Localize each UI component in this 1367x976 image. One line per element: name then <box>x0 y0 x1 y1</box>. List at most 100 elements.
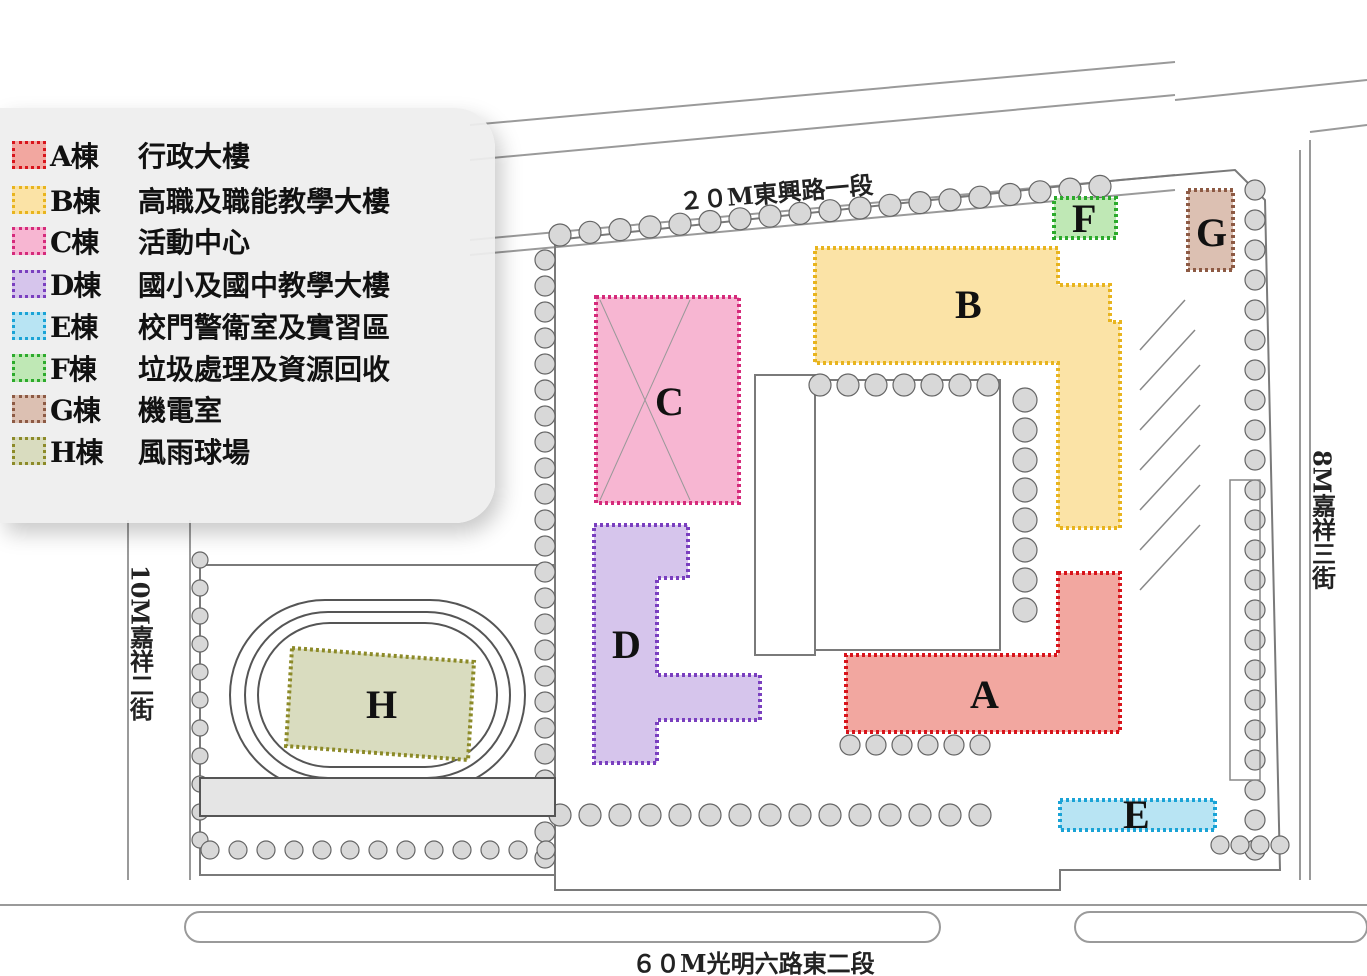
tree-icon <box>1244 449 1266 471</box>
tree-icon <box>1244 719 1266 741</box>
tree-icon <box>638 803 662 827</box>
tree-icon <box>534 379 556 401</box>
legend-name: 高職及職能教學大樓 <box>138 185 391 218</box>
tree-icon <box>534 275 556 297</box>
tree-icon <box>191 663 209 681</box>
tree-icon <box>534 509 556 531</box>
tree-icon <box>1244 419 1266 441</box>
building-C[interactable]: C <box>594 295 741 505</box>
building-E[interactable]: E <box>1058 792 1217 837</box>
legend-swatch-H <box>12 437 46 465</box>
tree-icon <box>536 840 556 860</box>
tree-icon <box>668 803 692 827</box>
building-H[interactable]: H <box>283 645 477 763</box>
tree-icon <box>191 551 209 569</box>
tree-icon <box>698 209 722 234</box>
tree-icon <box>508 840 528 860</box>
building-G[interactable]: G <box>1186 188 1235 272</box>
building-B[interactable]: B <box>813 246 1122 530</box>
tree-icon <box>191 691 209 709</box>
tree-icon <box>1244 809 1266 831</box>
tree-icon <box>534 717 556 739</box>
legend-item-G: G棟 機電室 <box>12 392 222 427</box>
legend-name: 垃圾處理及資源回收 <box>138 353 391 386</box>
tree-icon <box>1244 239 1266 261</box>
building-label-B: B <box>955 282 982 327</box>
tree-icon <box>839 734 861 756</box>
legend-name: 校門警衛室及實習區 <box>138 311 391 344</box>
tree-icon <box>1028 180 1052 204</box>
tree-icon <box>758 803 782 827</box>
tree-icon <box>1244 359 1266 381</box>
tree-icon <box>534 327 556 349</box>
tree-icon <box>891 734 913 756</box>
tree-icon <box>191 607 209 625</box>
legend-swatch-D <box>12 270 46 298</box>
tree-icon <box>668 212 692 236</box>
building-F[interactable]: F <box>1052 196 1118 241</box>
legend-item-A: A棟 行政大樓 <box>12 138 250 173</box>
building-label-F: F <box>1072 196 1096 241</box>
tree-icon <box>848 803 872 827</box>
tree-icon <box>191 635 209 653</box>
tree-icon <box>788 201 812 225</box>
tree-icon <box>534 561 556 583</box>
tree-icon <box>368 840 388 860</box>
tree-icon <box>1244 269 1266 291</box>
tree-icon <box>1012 507 1038 533</box>
tree-icon <box>534 613 556 635</box>
road-label-east: 8M嘉祥三街 <box>1308 450 1337 590</box>
tree-icon <box>534 431 556 453</box>
tree-icon <box>534 483 556 505</box>
tree-icon <box>878 193 902 217</box>
legend-code: E棟 <box>50 311 98 344</box>
legend-code: D棟 <box>50 269 101 302</box>
tree-icon <box>728 803 752 827</box>
legend-name: 活動中心 <box>138 226 251 259</box>
tree-icon <box>758 204 782 228</box>
tree-icon <box>452 840 472 860</box>
tree-icon <box>534 535 556 557</box>
tree-icon <box>943 734 965 756</box>
legend-item-H: H棟 風雨球場 <box>12 434 250 469</box>
tree-icon <box>191 579 209 597</box>
tree-icon <box>1012 567 1038 593</box>
tree-icon <box>200 840 220 860</box>
legend-code: B棟 <box>50 185 101 218</box>
tree-icon <box>865 734 887 756</box>
tree-icon <box>1244 659 1266 681</box>
tree-icon <box>340 840 360 860</box>
legend-code: A棟 <box>50 140 99 173</box>
building-A[interactable]: A <box>844 571 1122 734</box>
legend-code: G棟 <box>50 394 101 427</box>
tree-icon <box>1270 835 1290 855</box>
tree-icon <box>284 840 304 860</box>
tree-icon <box>1250 835 1270 855</box>
tree-icon <box>534 457 556 479</box>
legend-item-C: C棟 活動中心 <box>12 224 251 259</box>
legend-item-B: B棟 高職及職能教學大樓 <box>12 183 391 218</box>
parking-area <box>1139 299 1261 781</box>
tree-icon <box>228 840 248 860</box>
building-D[interactable]: D <box>592 523 762 765</box>
legend-swatch-G <box>12 395 46 423</box>
building-label-E: E <box>1123 792 1150 837</box>
tree-icon <box>1244 299 1266 321</box>
tree-icon <box>968 803 992 827</box>
tree-icon <box>836 373 860 397</box>
tree-icon <box>1210 835 1230 855</box>
legend-swatch-B <box>12 186 46 214</box>
tree-icon <box>1230 835 1250 855</box>
tree-icon <box>1244 569 1266 591</box>
tree-icon <box>698 803 722 827</box>
tree-icon <box>938 803 962 827</box>
building-label-A: A <box>970 672 999 717</box>
tree-icon <box>534 405 556 427</box>
tree-icon <box>1088 174 1112 198</box>
tree-icon <box>1012 597 1038 623</box>
legend-swatch-A <box>12 141 46 169</box>
legend-item-D: D棟 國小及國中教學大樓 <box>12 267 390 302</box>
building-label-H: H <box>366 682 397 727</box>
tree-icon <box>908 803 932 827</box>
building-label-D: D <box>612 622 641 667</box>
